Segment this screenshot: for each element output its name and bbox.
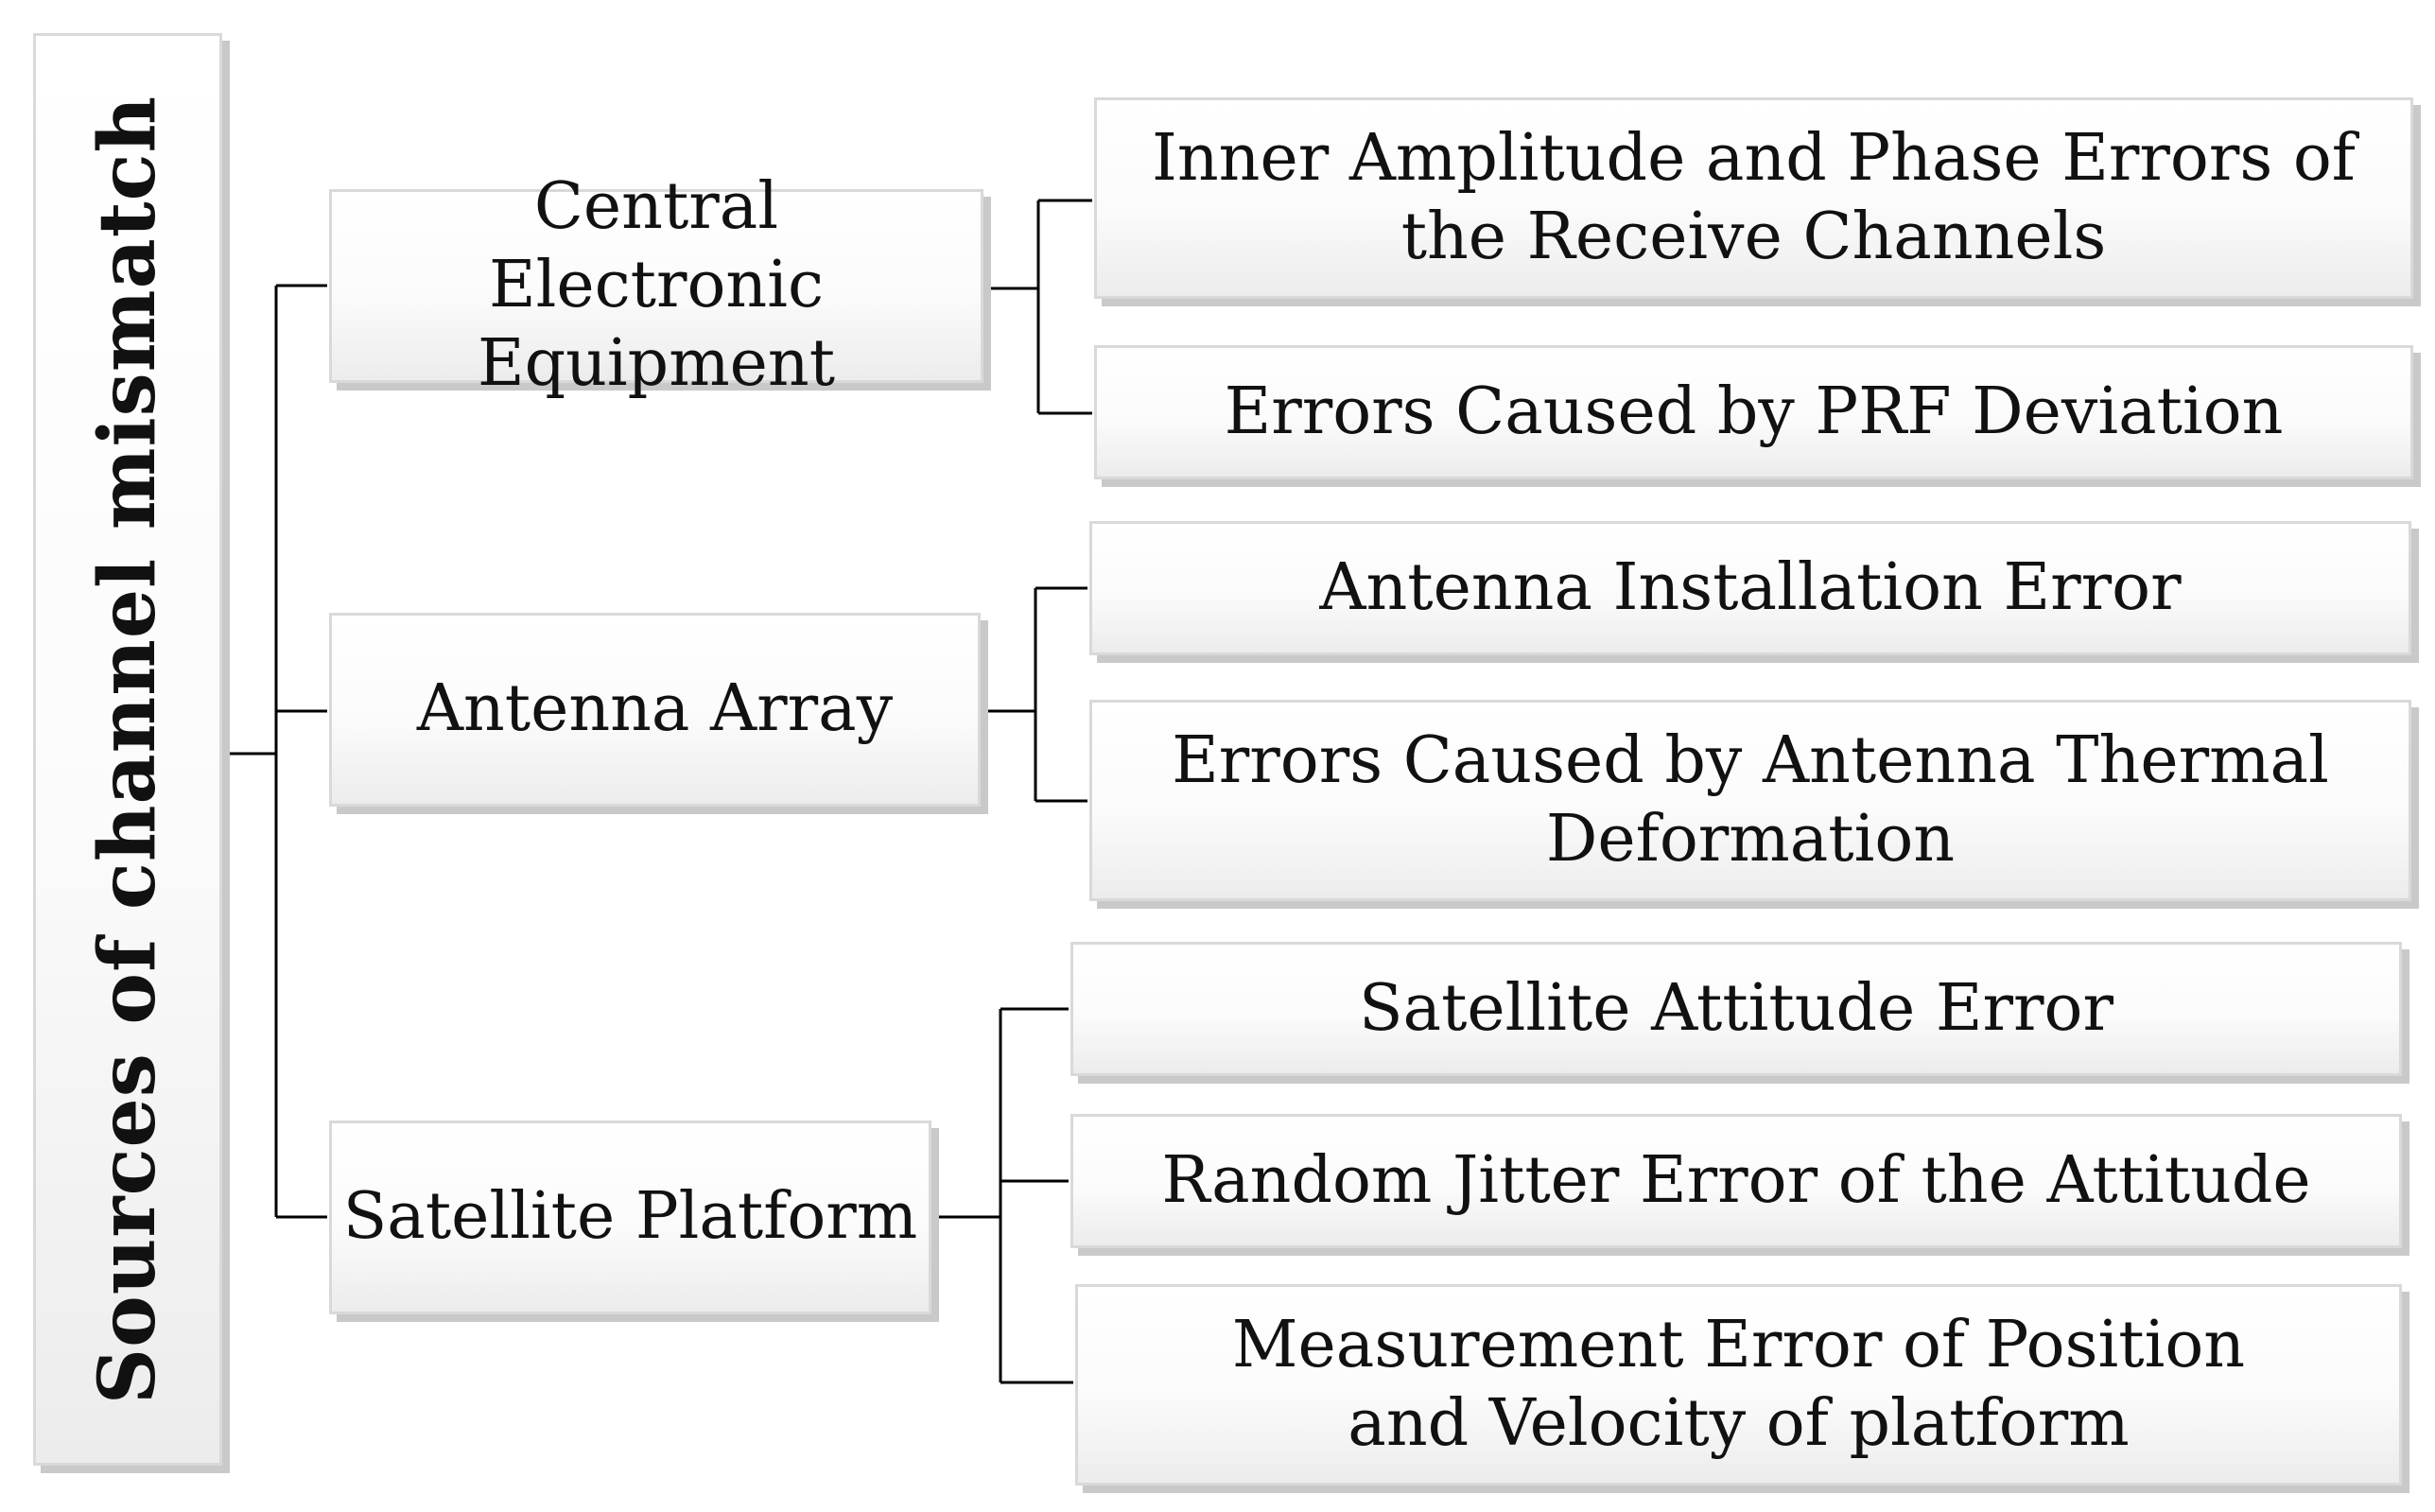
- item-satellite-attitude-error: Satellite Attitude Error: [1070, 942, 2402, 1076]
- item-measurement-error-position-velocity: Measurement Error of Position and Veloci…: [1075, 1284, 2402, 1486]
- item-label: Satellite Attitude Error: [1358, 970, 2114, 1046]
- item-label: Antenna Installation Error: [1319, 549, 2182, 625]
- item-antenna-thermal-deformation: Errors Caused by Antenna Thermal Deforma…: [1089, 700, 2411, 901]
- item-label: Errors Caused by Antenna Thermal Deforma…: [1172, 722, 2329, 877]
- category-label: Satellite Platform: [342, 1179, 918, 1255]
- item-label: Errors Caused by PRF Deviation: [1224, 374, 2284, 449]
- root-label: Sources of channel mismatch: [82, 95, 173, 1404]
- item-antenna-installation-error: Antenna Installation Error: [1089, 521, 2411, 655]
- category-label: Antenna Array: [416, 671, 894, 747]
- root-node: Sources of channel mismatch: [33, 33, 222, 1466]
- category-satellite-platform: Satellite Platform: [329, 1121, 931, 1314]
- category-central-electronic-equipment: Central Electronic Equipment: [329, 169, 983, 401]
- item-label: Inner Amplitude and Phase Errors of the …: [1152, 120, 2356, 274]
- category-antenna-array: Antenna Array: [329, 613, 981, 807]
- item-label: Random Jitter Error of the Attitude: [1161, 1142, 2311, 1218]
- item-label: Measurement Error of Position and Veloci…: [1231, 1307, 2246, 1461]
- item-errors-prf-deviation: Errors Caused by PRF Deviation: [1094, 345, 2413, 479]
- category-label: Central Electronic Equipment: [477, 169, 836, 401]
- item-random-jitter-error: Random Jitter Error of the Attitude: [1070, 1114, 2402, 1248]
- item-inner-amplitude-phase-errors: Inner Amplitude and Phase Errors of the …: [1094, 97, 2413, 299]
